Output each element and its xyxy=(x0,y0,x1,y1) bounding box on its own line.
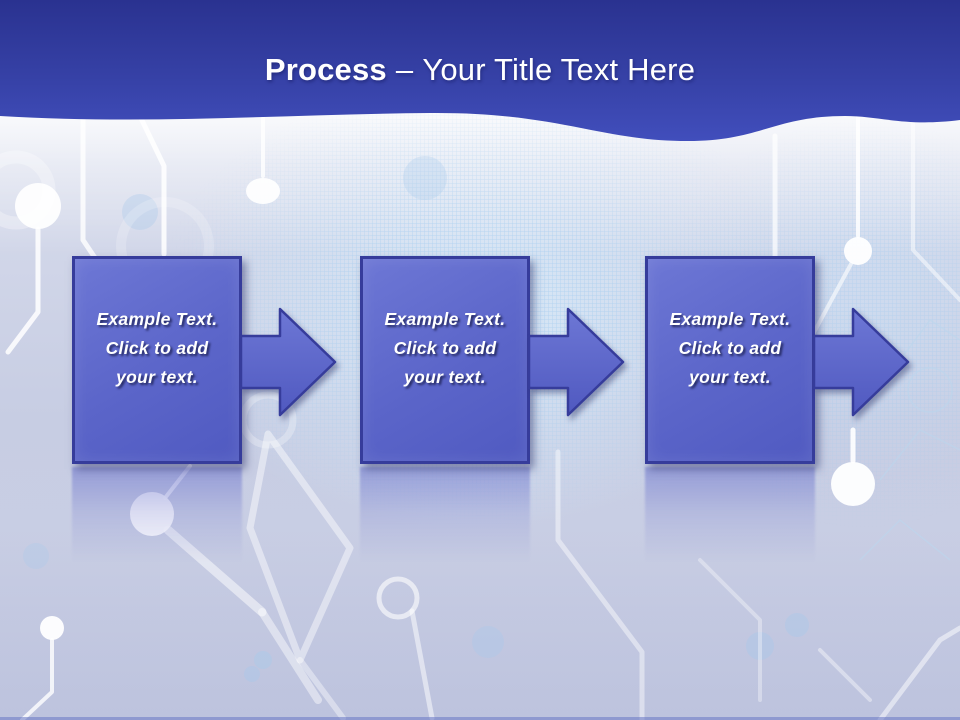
background-light-band xyxy=(0,104,960,254)
process-arrow-right-icon xyxy=(812,306,911,418)
step-text-line: Example Text. xyxy=(96,309,218,329)
step-text-line: Click to add xyxy=(393,338,497,358)
step-text: Example Text. Click to add your text. xyxy=(648,305,812,392)
process-arrow-right-icon xyxy=(527,306,626,418)
step-text-line: your text. xyxy=(689,367,771,387)
process-step-2[interactable]: Example Text. Click to add your text. xyxy=(360,256,530,464)
header-wave xyxy=(0,0,960,141)
slide-bottom-edge xyxy=(0,717,960,720)
circuit-fine-mesh xyxy=(859,318,960,561)
title-separator: – xyxy=(395,52,414,87)
step-text-line: your text. xyxy=(116,367,198,387)
step-text: Example Text. Click to add your text. xyxy=(363,305,527,392)
circuit-soft-blobs xyxy=(23,156,809,682)
step-text-line: Click to add xyxy=(678,338,782,358)
step-text-line: Example Text. xyxy=(669,309,791,329)
step-text-line: Example Text. xyxy=(384,309,506,329)
slide-title[interactable]: Process–Your Title Text Here xyxy=(0,49,960,91)
box-reflection xyxy=(72,467,242,562)
step-text-line: your text. xyxy=(404,367,486,387)
step-text: Example Text. Click to add your text. xyxy=(75,305,239,392)
box-reflection xyxy=(360,467,530,562)
title-emphasis: Process xyxy=(264,52,387,87)
process-arrow-right-icon xyxy=(239,306,338,418)
process-step-3[interactable]: Example Text. Click to add your text. xyxy=(645,256,815,464)
title-rest: Your Title Text Here xyxy=(422,52,696,87)
box-reflection xyxy=(645,467,815,562)
process-step-1[interactable]: Example Text. Click to add your text. xyxy=(72,256,242,464)
step-text-line: Click to add xyxy=(105,338,209,358)
circuit-traces xyxy=(0,109,960,720)
